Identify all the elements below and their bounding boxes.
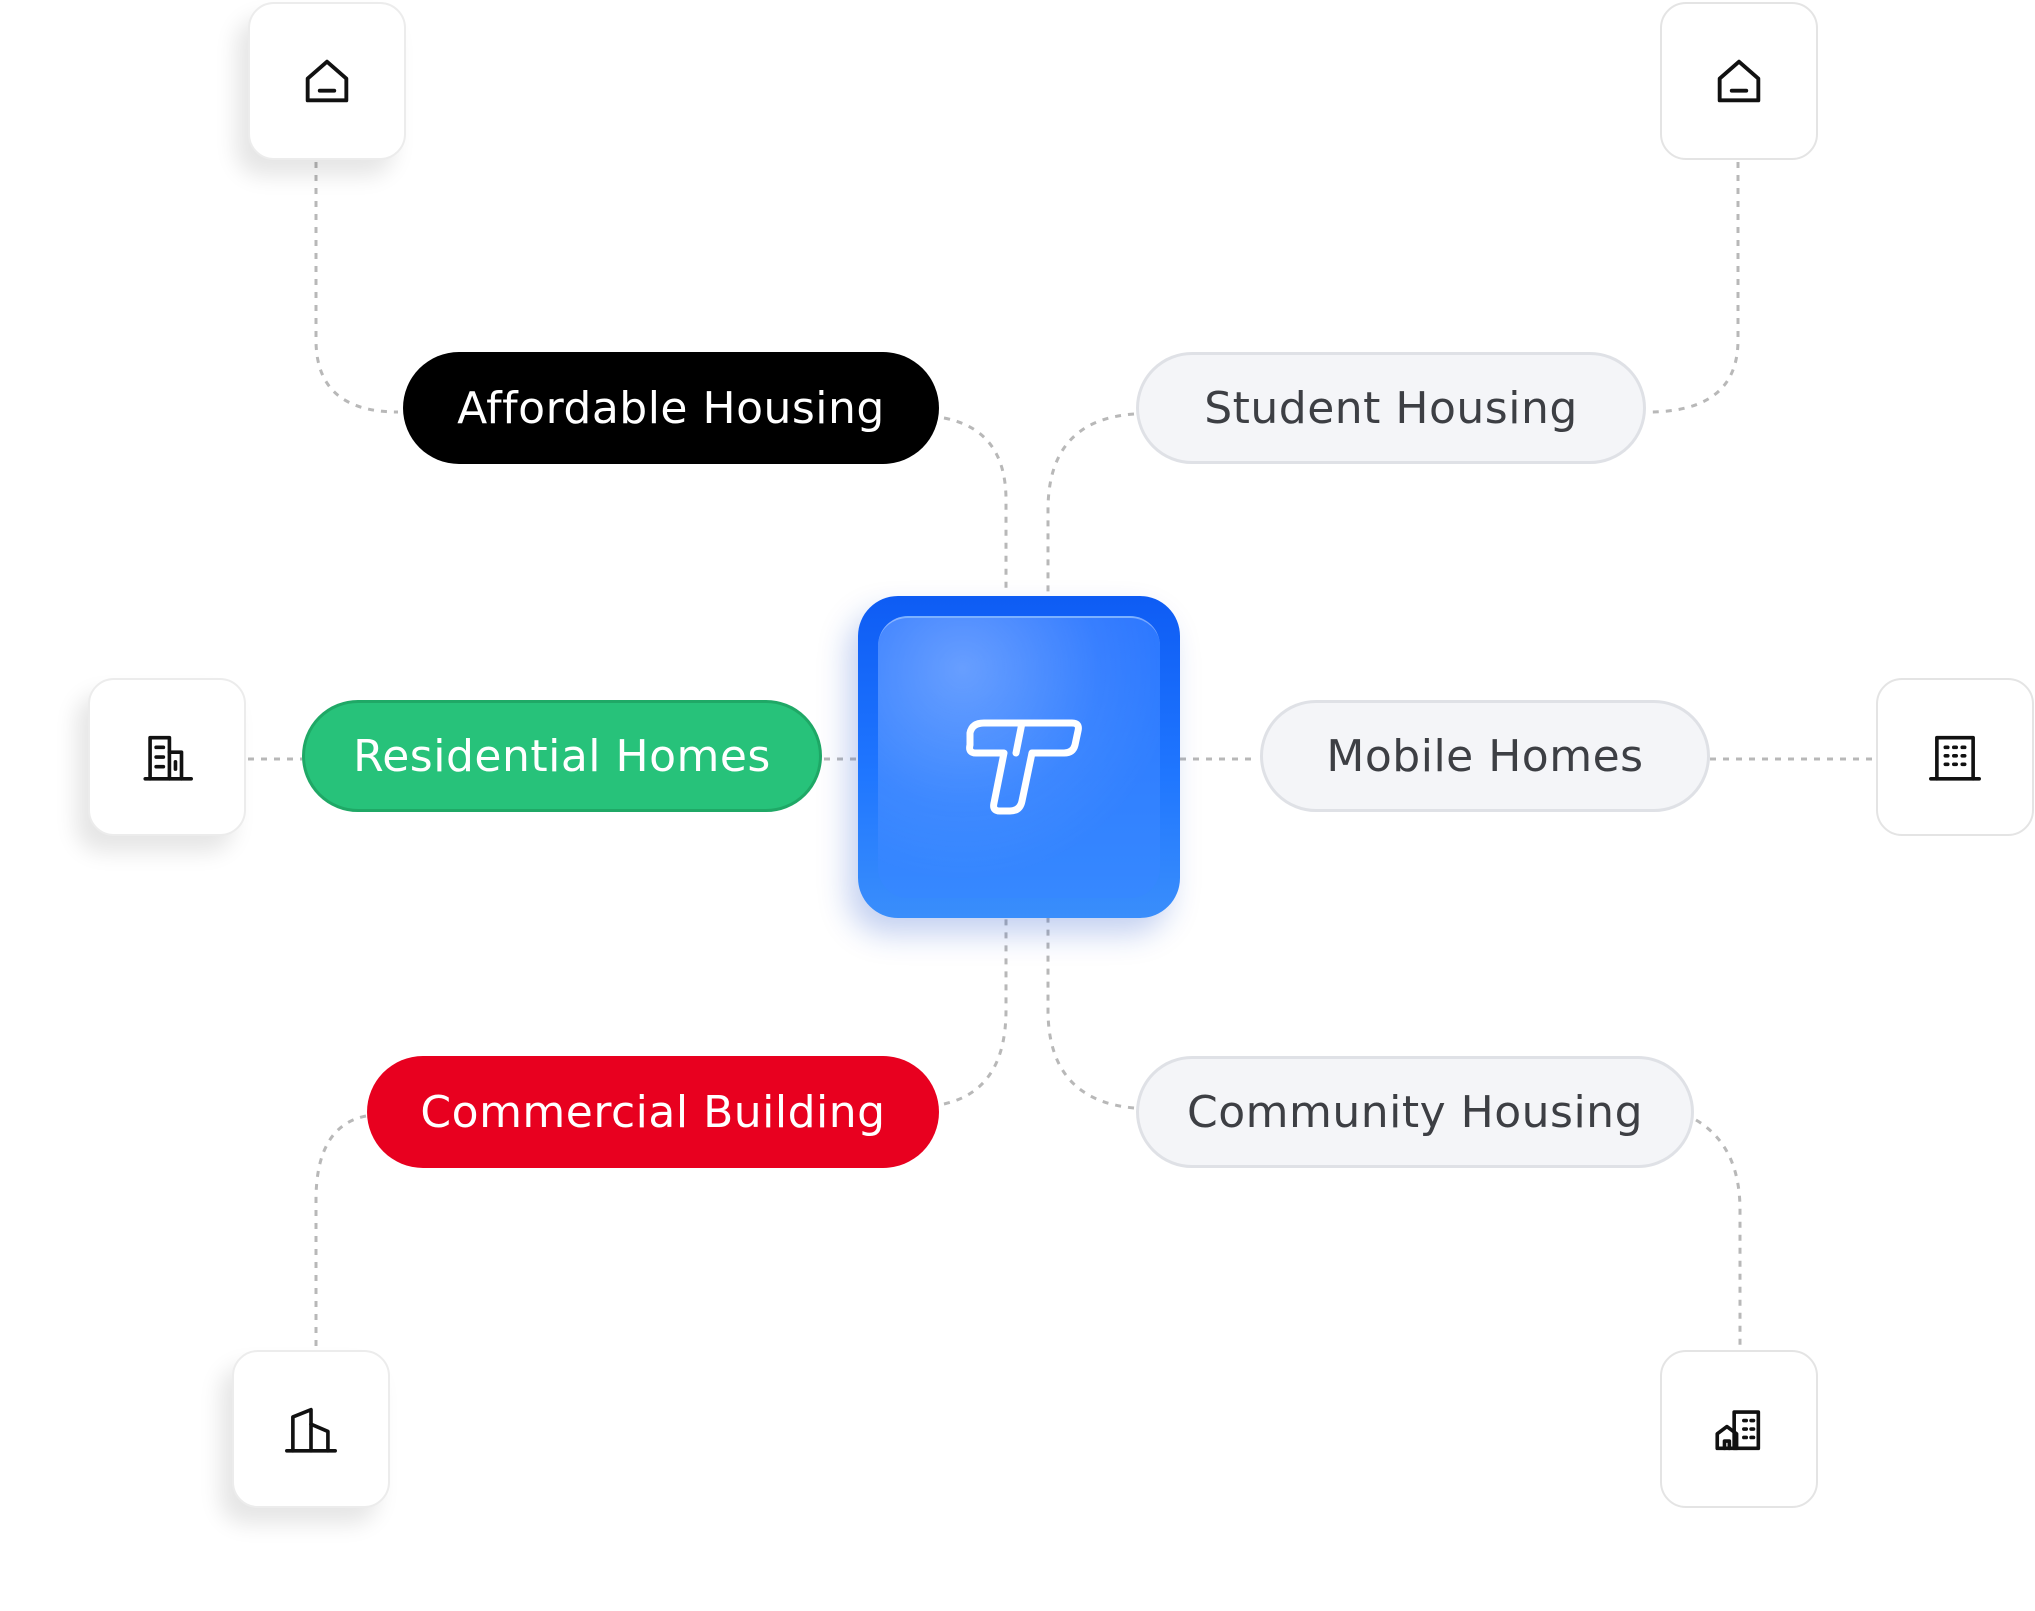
connector-commercial-icon [314, 1114, 367, 1350]
icon-card-commercial [232, 1350, 390, 1508]
connector-affordable-icon [314, 162, 399, 414]
icon-card-student [1660, 2, 1818, 160]
connector-affordable-hub [943, 416, 1008, 594]
central-hub[interactable] [858, 596, 1180, 918]
community-buildings-icon [1715, 1410, 1761, 1451]
connector-community-hub [1046, 918, 1135, 1110]
category-label: Student Housing [1204, 382, 1578, 434]
category-pill-community-housing[interactable]: Community Housing [1136, 1056, 1694, 1168]
office-building-icon [1929, 735, 1981, 781]
category-label: Mobile Homes [1326, 730, 1644, 782]
icon-card-affordable [248, 2, 406, 160]
house-icon [1717, 59, 1761, 103]
apartment-building-icon [143, 735, 193, 781]
category-pill-residential-homes[interactable]: Residential Homes [302, 700, 822, 812]
connector-commercial-hub [943, 918, 1008, 1106]
category-pill-commercial-building[interactable]: Commercial Building [367, 1056, 939, 1168]
category-label: Commercial Building [420, 1086, 886, 1138]
category-label: Affordable Housing [457, 382, 885, 434]
category-pill-mobile-homes[interactable]: Mobile Homes [1260, 700, 1710, 812]
category-pill-affordable-housing[interactable]: Affordable Housing [403, 352, 939, 464]
stylized-t-logo-icon [966, 719, 1082, 815]
icon-card-residential [88, 678, 246, 836]
connector-student-icon [1647, 162, 1740, 414]
connector-student-hub [1046, 412, 1135, 594]
house-icon [305, 59, 349, 103]
commercial-buildings-icon [285, 1407, 337, 1453]
icon-card-mobile [1876, 678, 2034, 836]
hub-inner-panel [878, 616, 1160, 898]
category-label: Community Housing [1187, 1086, 1643, 1138]
connector-community-icon [1695, 1118, 1742, 1350]
category-label: Residential Homes [353, 730, 771, 782]
category-pill-student-housing[interactable]: Student Housing [1136, 352, 1646, 464]
icon-card-community [1660, 1350, 1818, 1508]
